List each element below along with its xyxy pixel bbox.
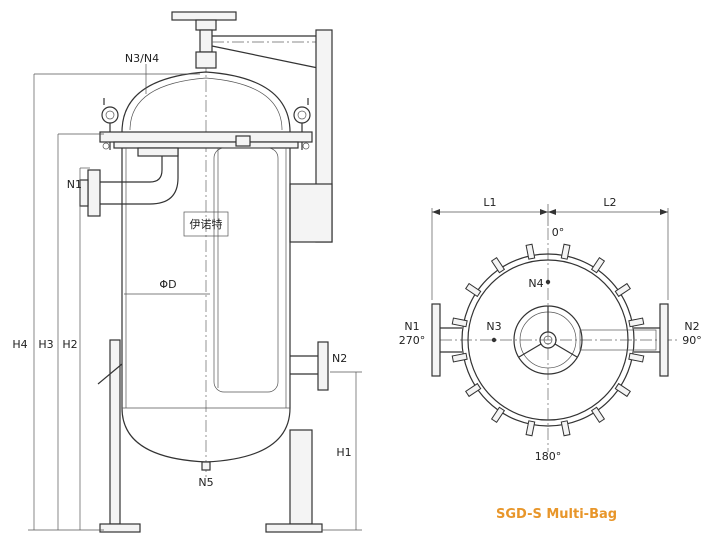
clamp-bolt (490, 257, 506, 274)
top-head (121, 71, 291, 133)
label-h3: H3 (38, 338, 53, 351)
top-view: L1 L2 0° 180° N1 270° N2 90° N3 N4 (399, 196, 702, 463)
left-leg (97, 339, 141, 533)
label-n2-top: N2 (684, 320, 699, 333)
n1-nozzle-top (431, 303, 462, 377)
label-n5: N5 (198, 476, 213, 489)
filter-bag (213, 147, 279, 393)
clamp-bolt (465, 382, 482, 398)
n5-nozzle (201, 461, 211, 471)
body-flange (99, 131, 313, 143)
label-n2-deg: 90° (682, 334, 702, 347)
n4-point (545, 279, 551, 285)
clamp-bolt (525, 243, 536, 260)
clamp-bolt (560, 420, 571, 437)
clamp-bolt (628, 352, 645, 363)
label-h2: H2 (62, 338, 77, 351)
right-leg (265, 429, 323, 533)
clamp-bolt (490, 406, 506, 423)
handwheel-icon (171, 11, 237, 69)
label-n3n4: N3/N4 (125, 52, 159, 65)
clamp-bolt (525, 420, 536, 437)
nameplate-text: 伊诺特 (190, 217, 223, 231)
clamp-bolt (628, 317, 645, 328)
tri-handle (518, 306, 578, 358)
model-caption: SGD-S Multi-Bag (496, 507, 617, 522)
clamp-bolts (451, 243, 645, 437)
label-n1-side: N1 (67, 178, 82, 191)
clamp-bolt (590, 406, 606, 423)
davit-plan (579, 329, 657, 351)
clamp-bolt (560, 243, 571, 260)
clamp-bolt (614, 382, 631, 398)
dimensions-top (431, 204, 669, 300)
clamp-bolt (451, 352, 468, 363)
davit-arm (211, 29, 333, 243)
label-n4-top: N4 (528, 277, 543, 290)
label-l1: L1 (483, 196, 496, 209)
label-phi-d: ΦD (159, 278, 176, 291)
n1-inlet-pipe (79, 147, 179, 217)
dimensions-side (28, 64, 362, 531)
flange-ring (461, 253, 635, 427)
nameplate (183, 211, 229, 237)
n2-nozzle-top (634, 303, 669, 377)
n2-outlet-pipe (290, 341, 329, 391)
label-h4: H4 (12, 338, 27, 351)
side-view: 伊诺特 (12, 11, 362, 533)
clamp-bolt (590, 257, 606, 274)
label-n3-top: N3 (486, 320, 501, 333)
label-180deg: 180° (535, 450, 562, 463)
label-n1-deg: 270° (399, 334, 426, 347)
clamp-bolt (451, 317, 468, 328)
clamp-bolt (614, 282, 631, 298)
label-n1-top: N1 (404, 320, 419, 333)
label-h1: H1 (336, 446, 351, 459)
n3-point (491, 337, 497, 343)
label-l2: L2 (603, 196, 616, 209)
clamp-bolt (465, 282, 482, 298)
label-n2-side: N2 (332, 352, 347, 365)
label-0deg: 0° (552, 226, 565, 239)
